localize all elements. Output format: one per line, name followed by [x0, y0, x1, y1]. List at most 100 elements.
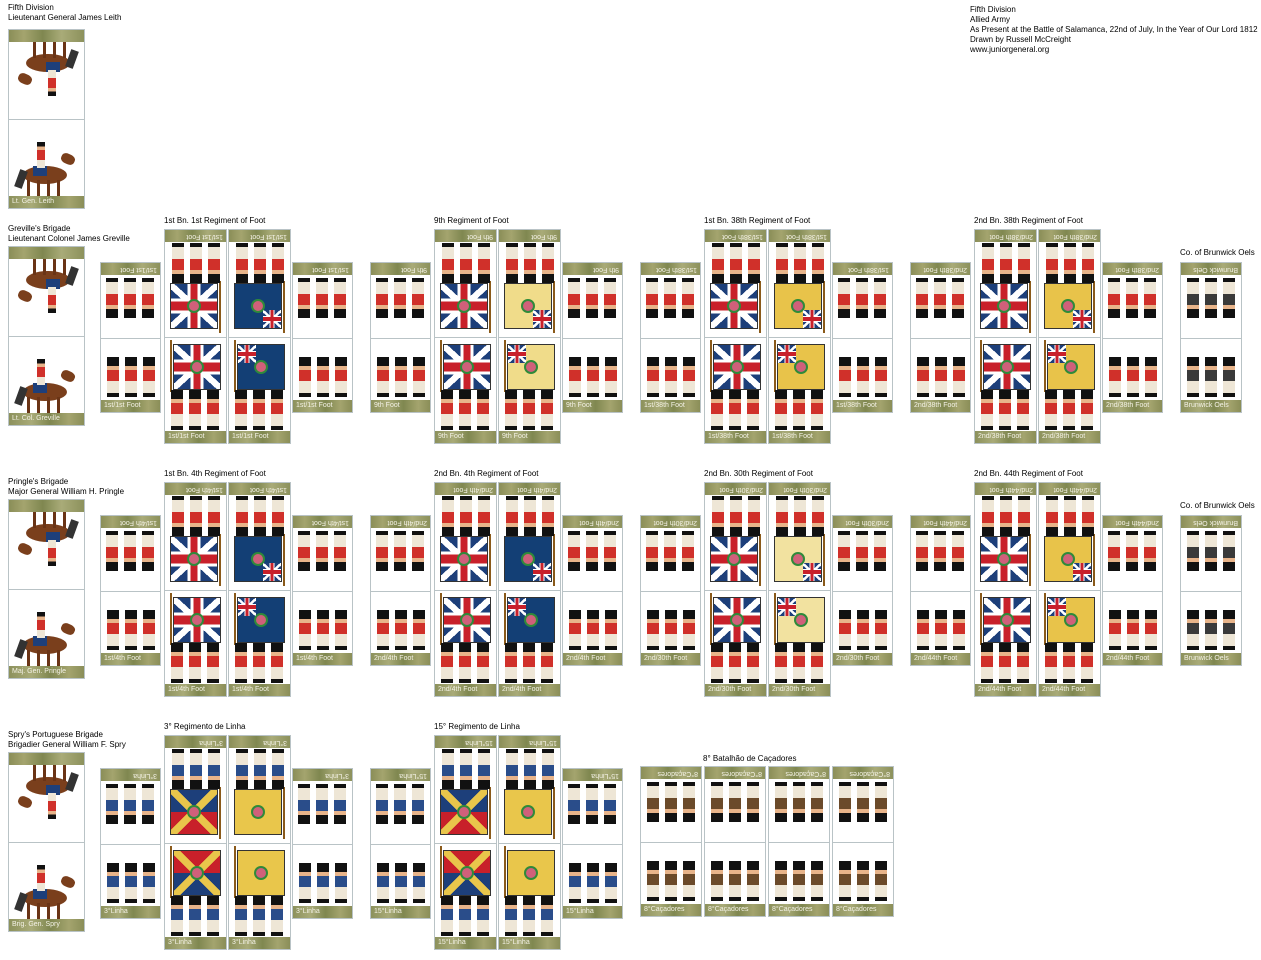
flag-pole-icon: [980, 593, 982, 645]
flag-pole-icon: [234, 593, 236, 645]
stand-half-bot: 8°Caçadores: [705, 841, 765, 916]
soldier-figure: [299, 357, 311, 397]
soldier-figure: [171, 643, 183, 683]
flag-badge-icon: [521, 552, 535, 566]
soldier-figure: [952, 278, 964, 318]
flag-badge-icon: [997, 299, 1011, 313]
rider: [37, 142, 45, 168]
soldier-figure: [605, 357, 617, 397]
stand-half-top: 8°Caçadores: [641, 767, 701, 842]
stand-base-label: 2nd/38th Foot: [1103, 400, 1162, 412]
soldier-figure: [682, 531, 694, 571]
regiment-title: 15° Regimento de Linha: [434, 722, 520, 731]
stand-base-label: 3°Linha: [229, 937, 290, 949]
stand-half-top: 1st/4th Foot: [101, 516, 160, 591]
soldier-figure: [412, 784, 424, 824]
stand-half-bot: Brunwick Oels: [1181, 590, 1241, 665]
soldier-figure: [377, 610, 389, 650]
stand-base-label: 2nd/38th Foot: [911, 400, 970, 412]
soldier-figure: [838, 531, 850, 571]
union-canton-icon: [262, 563, 281, 581]
card-fold-line: [165, 843, 226, 844]
flag-badge-icon: [251, 299, 265, 313]
colour-half-top: 1st/4th Foot: [165, 483, 226, 590]
colour-half-top: 9th Foot: [499, 230, 560, 337]
soldier-figure: [857, 357, 869, 397]
soldier-figure: [316, 278, 328, 318]
soldier-figure: [569, 610, 581, 650]
stand-base-label: 2nd/4th Foot: [499, 684, 560, 696]
union-canton-icon: [1072, 563, 1091, 581]
soldier-figure: [1045, 390, 1057, 430]
stand-base-label: 2nd/4th Foot: [371, 516, 430, 528]
stand-base-label: 9th Foot: [563, 263, 622, 275]
card-fold-line: [833, 842, 893, 843]
soldier-figure: [459, 390, 471, 430]
flag-badge-icon: [187, 805, 201, 819]
regimental-flag: [504, 789, 552, 835]
soldier-figure: [604, 784, 616, 824]
colour-half-bot: 1st/1st Foot: [229, 336, 290, 443]
card-fold-line: [9, 589, 84, 590]
colour-half-bot: 3°Linha: [165, 842, 226, 949]
colour-half-bot: 1st/4th Foot: [165, 589, 226, 696]
card-fold-line: [769, 590, 830, 591]
soldier-figure: [143, 863, 155, 903]
soldier-figure: [647, 610, 659, 650]
card-fold-line: [1103, 338, 1162, 339]
card-fold-line: [563, 338, 622, 339]
card-fold-line: [833, 591, 892, 592]
soldier-figure: [953, 610, 965, 650]
flag-pole-icon: [440, 593, 442, 645]
soldier-figure: [1000, 496, 1012, 536]
soldier-figure: [506, 243, 518, 283]
stand-half-top: 15°Linha: [371, 769, 430, 844]
soldier-figure: [1127, 357, 1139, 397]
soldier-figure: [568, 531, 580, 571]
soldier-figure: [124, 784, 136, 824]
horse-head: [16, 541, 34, 557]
colour-half-top: 1st/1st Foot: [165, 230, 226, 337]
flag-pole-icon: [774, 340, 776, 392]
soldier-figure: [171, 896, 183, 936]
commander-card: Maj. Gen. Pringle: [8, 499, 85, 679]
stand-base-label: 15°Linha: [371, 769, 430, 781]
card-fold-line: [563, 591, 622, 592]
stand-half-bot: 3°Linha: [293, 843, 352, 918]
stand-half-bot: 1st/4th Foot: [101, 590, 160, 665]
header-battle: As Present at the Battle of Salamanca, 2…: [970, 25, 1258, 34]
stand-half-top: 2nd/4th Foot: [563, 516, 622, 591]
soldier-figure: [271, 643, 283, 683]
regimental-flag: [713, 597, 761, 643]
colour-half-top: 9th Foot: [435, 230, 496, 337]
stand-base-label: 1st/38th Foot: [705, 230, 766, 242]
stand-half-top: 8°Caçadores: [705, 767, 765, 842]
soldier-figure: [459, 643, 471, 683]
soldier-figure: [254, 749, 266, 789]
soldier-figure: [856, 278, 868, 318]
soldier-figure: [1063, 390, 1075, 430]
commander-card: Brig. Gen. Spry: [8, 752, 85, 932]
soldier-figure: [477, 390, 489, 430]
soldier-figure: [839, 357, 851, 397]
union-canton-icon: [778, 598, 797, 616]
soldier-figure: [317, 863, 329, 903]
regiment-title: 1st Bn. 38th Regiment of Foot: [704, 216, 811, 225]
horse-tail: [65, 49, 79, 69]
colour-half-top: 2nd/38th Foot: [975, 230, 1036, 337]
stand-half-top: 2nd/44th Foot: [1103, 516, 1162, 591]
card-fold-line: [9, 336, 84, 337]
soldier-figure: [236, 749, 248, 789]
soldier-figure: [646, 278, 658, 318]
soldier-figure: [916, 531, 928, 571]
horse-legs: [27, 650, 65, 666]
soldier-figure: [106, 531, 118, 571]
soldier-figure: [253, 643, 265, 683]
stand-half-bot: 8°Caçadores: [833, 841, 893, 916]
horse-head: [16, 288, 34, 304]
soldier-figure: [236, 496, 248, 536]
soldier-figure: [107, 863, 119, 903]
